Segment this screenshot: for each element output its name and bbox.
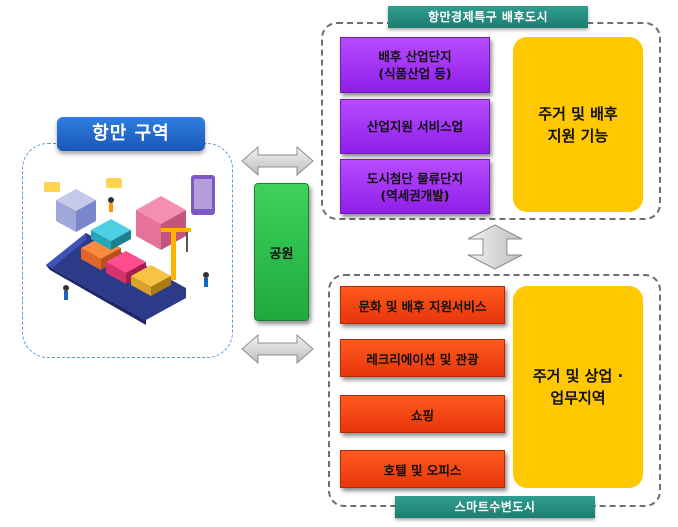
smart-city-function-line2: 업무지역 — [550, 389, 606, 407]
fez-zone-header: 항만경제특구 배후도시 — [388, 6, 588, 28]
smart-city-item-label: 호텔 및 오피스 — [383, 462, 462, 478]
double-arrow-icon — [241, 333, 314, 365]
fez-item-line1: 도시첨단 물류단지 — [366, 170, 464, 186]
fez-item-line1: 배후 산업단지 — [378, 49, 452, 64]
smart-city-item: 쇼핑 — [340, 395, 505, 433]
double-arrow-icon — [241, 145, 314, 177]
smart-city-item-label: 문화 및 배후 지원서비스 — [358, 298, 487, 314]
smart-city-function-box: 주거 및 상업 · 업무지역 — [513, 286, 643, 488]
fez-item: 배후 산업단지 (식품산업 등) — [340, 37, 490, 93]
vertical-double-arrow-icon — [467, 224, 523, 270]
smart-city-zone-header: 스마트수변도시 — [395, 496, 595, 518]
fez-function-box: 주거 및 배후 지원 기능 — [513, 37, 643, 212]
isometric-port-illustration-icon — [44, 175, 215, 325]
smart-city-item: 호텔 및 오피스 — [340, 450, 505, 488]
smart-city-item: 레크리에이션 및 관광 — [340, 339, 505, 377]
park-box: 공원 — [254, 183, 309, 321]
fez-item-line1: 산업지원 서비스업 — [366, 119, 464, 134]
park-label: 공원 — [269, 246, 294, 262]
smart-city-item: 문화 및 배후 지원서비스 — [340, 286, 505, 324]
port-zone-title: 항만 구역 — [57, 117, 205, 151]
smart-city-item-label: 쇼핑 — [410, 407, 434, 423]
fez-item-line2: (식품산업 등) — [378, 66, 452, 81]
smart-city-function-line1: 주거 및 상업 · — [532, 367, 624, 385]
fez-function-line1: 주거 및 배후 — [538, 104, 618, 123]
fez-item: 도시첨단 물류단지 (역세권개발) — [340, 159, 490, 214]
smart-city-item-label: 레크리에이션 및 관광 — [366, 351, 479, 367]
fez-function-line2: 지원 기능 — [547, 126, 609, 145]
fez-item: 산업지원 서비스업 — [340, 99, 490, 154]
fez-item-line2: (역세권개발) — [380, 187, 450, 203]
